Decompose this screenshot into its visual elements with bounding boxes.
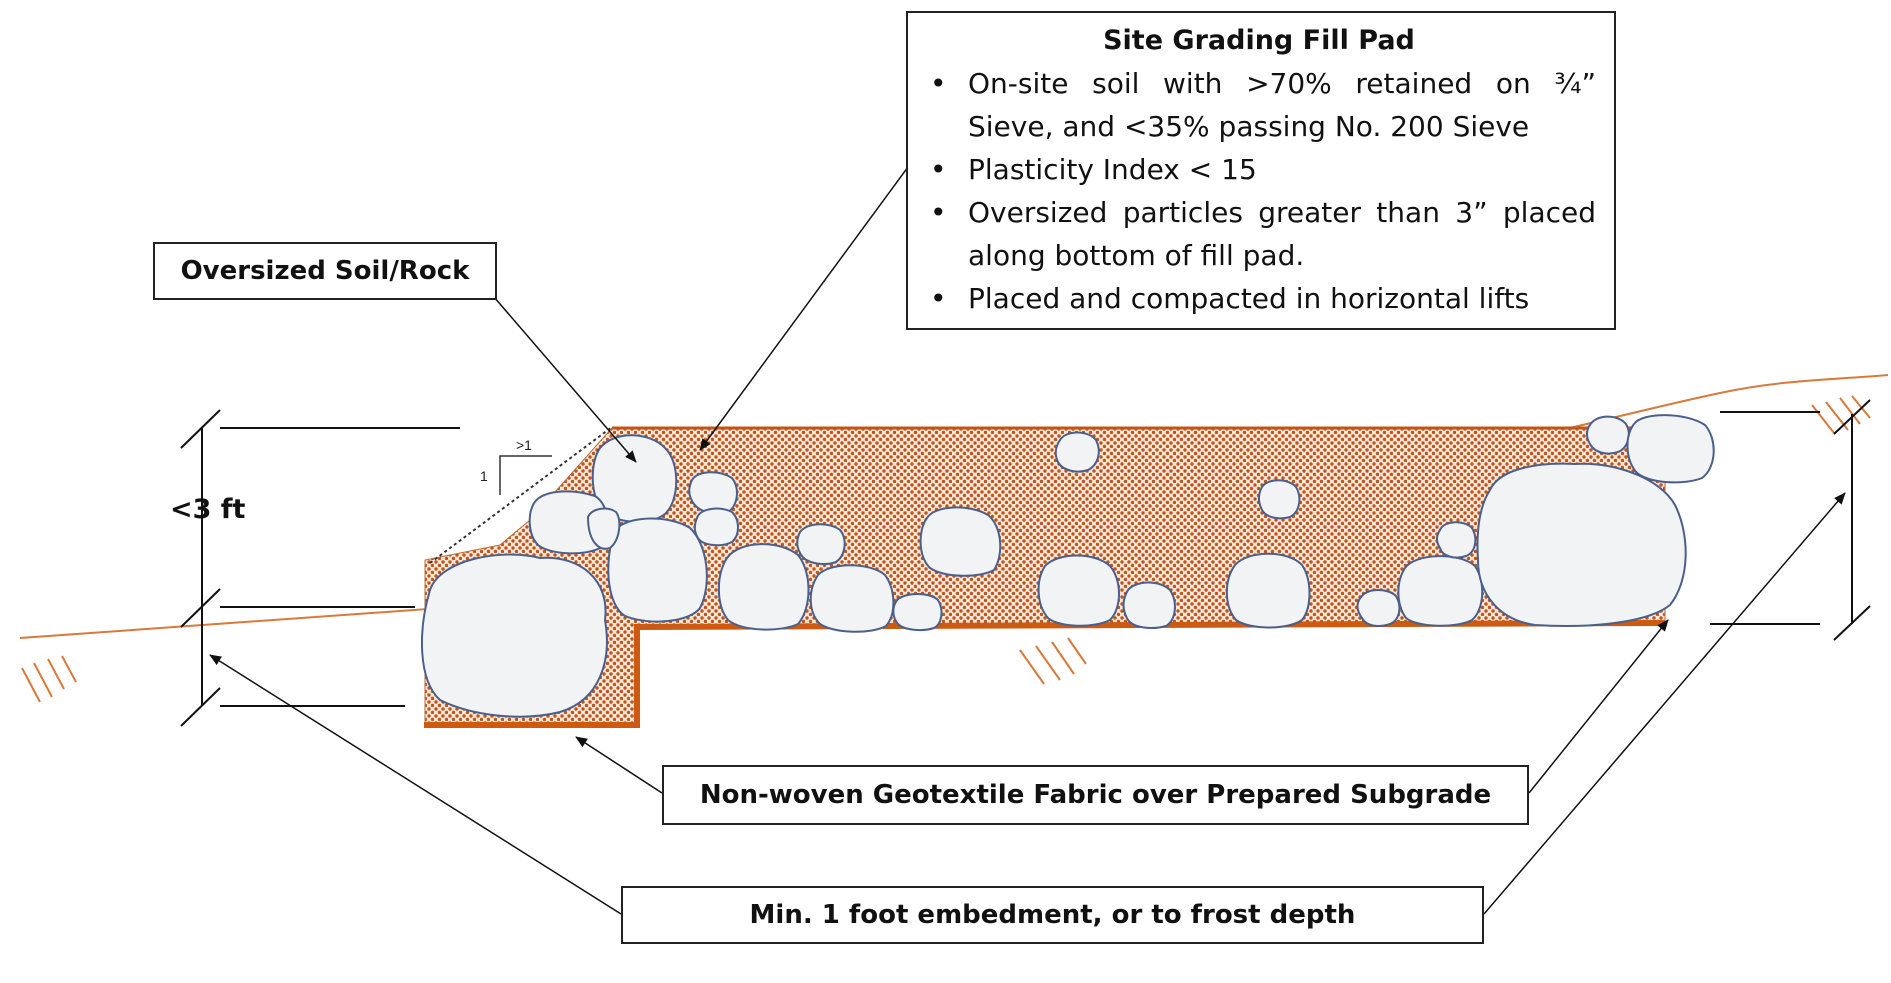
- slope-horizontal-label: >1: [516, 437, 532, 453]
- rock: [1122, 581, 1176, 629]
- rock: [1586, 415, 1630, 455]
- rock: [1225, 552, 1311, 629]
- geotextile-callout: Non-woven Geotextile Fabric over Prepare…: [662, 765, 1529, 825]
- rock: [1356, 589, 1401, 627]
- rock: [420, 553, 608, 718]
- rock: [1258, 479, 1301, 520]
- leader-geo-right: [1528, 619, 1669, 794]
- slope-indicator: [499, 455, 552, 495]
- dimension-lines: [180, 399, 1871, 727]
- rock: [1476, 462, 1687, 627]
- rock: [809, 564, 895, 633]
- spec-bullet: Plasticity Index < 15: [922, 148, 1596, 191]
- rock: [591, 434, 678, 523]
- embedment-callout: Min. 1 foot embedment, or to frost depth: [621, 886, 1484, 944]
- oversized-rocks: [420, 414, 1715, 718]
- spec-bullet: On-site soil with >70% retained on ¾” Si…: [922, 62, 1596, 148]
- slope-dotted-line: [429, 426, 613, 564]
- existing-ground-left: [19, 608, 429, 639]
- rock: [1054, 431, 1100, 473]
- rock: [1397, 555, 1484, 627]
- spec-callout-box: Site Grading Fill Pad On-site soil with …: [906, 11, 1616, 330]
- rock: [1037, 554, 1120, 627]
- spec-bullet: Placed and compacted in horizontal lifts: [922, 277, 1596, 320]
- rock: [1436, 521, 1477, 559]
- leader-min-right: [1483, 492, 1846, 915]
- rock: [717, 543, 810, 631]
- oversized-rock-callout: Oversized Soil/Rock: [153, 242, 497, 300]
- rock: [919, 506, 1002, 577]
- rock: [693, 507, 739, 547]
- leader-geo-left: [575, 736, 663, 794]
- leader-spec: [699, 166, 909, 451]
- spec-bullet: Oversized particles greater than 3” plac…: [922, 191, 1596, 277]
- spec-title: Site Grading Fill Pad: [1103, 25, 1415, 56]
- rock: [607, 517, 708, 623]
- leader-lines: [209, 166, 1846, 915]
- soil-hatch-marks: [21, 395, 1871, 703]
- rock: [1626, 414, 1715, 484]
- leader-oversized: [493, 296, 637, 463]
- spec-bullet-list: On-site soil with >70% retained on ¾” Si…: [922, 62, 1596, 320]
- leader-min-left: [209, 654, 622, 915]
- slope-vertical-label: 1: [480, 468, 488, 484]
- rock: [688, 471, 738, 515]
- height-dimension-label: <3 ft: [170, 494, 246, 525]
- rock: [796, 523, 846, 565]
- rock: [586, 507, 621, 550]
- rock: [892, 593, 943, 632]
